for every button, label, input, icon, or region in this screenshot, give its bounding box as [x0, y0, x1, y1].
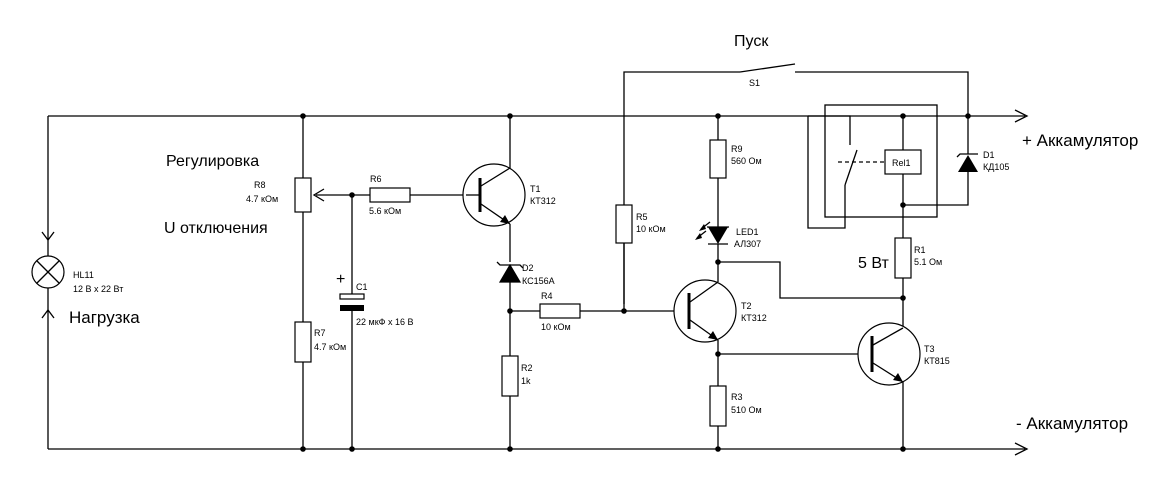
resistor-r5 [615, 204, 633, 311]
junction-dots [300, 113, 971, 452]
resistor-r4 [510, 303, 686, 319]
lamp-hl11 [31, 116, 65, 449]
load-label: Нагрузка [69, 308, 140, 327]
resistor-r1 [894, 237, 912, 328]
diode-d1 [956, 116, 978, 172]
r2-value: 1k [521, 376, 531, 386]
t3-value: КТ815 [924, 356, 950, 366]
positive-rail [48, 109, 1029, 123]
resistor-r7 [294, 321, 312, 449]
resistor-r6 [352, 187, 466, 203]
rel1-ref: Rel1 [892, 158, 911, 168]
transistor-t2 [673, 279, 737, 386]
plus-battery-label: + Аккамулятор [1022, 131, 1138, 150]
resistor-r9 [709, 116, 727, 227]
r3-value: 510 Ом [731, 405, 762, 415]
transistor-t1 [462, 116, 526, 262]
d2-ref: D2 [522, 263, 534, 273]
c1-ref: C1 [356, 282, 368, 292]
d1-value: КД105 [983, 162, 1009, 172]
d1-ref: D1 [983, 150, 995, 160]
hl11-ref: HL11 [73, 270, 94, 280]
r1-value: 5.1 Ом [914, 257, 942, 267]
t2-collector-wire [718, 261, 903, 299]
t1-ref: T1 [530, 184, 541, 194]
t3-ref: T3 [924, 344, 935, 354]
regulation-label: Регулировка [166, 153, 259, 170]
r5-ref: R5 [636, 212, 648, 222]
r7-ref: R7 [314, 328, 326, 338]
r4-ref: R4 [541, 291, 553, 301]
capacitor-c1 [339, 195, 365, 449]
switch-s1 [623, 63, 969, 304]
r3-ref: R3 [731, 392, 743, 402]
c1-polarity: + [336, 271, 345, 288]
r2-ref: R2 [521, 363, 533, 373]
t1-value: КТ312 [530, 196, 556, 206]
led1-ref: LED1 [736, 227, 759, 237]
led-led1 [695, 221, 729, 282]
hl11-value: 12 В x 22 Вт [73, 284, 123, 294]
u-off-label: U отключения [164, 220, 268, 237]
potentiometer-r8 [294, 116, 352, 322]
r1-ref: R1 [914, 245, 926, 255]
r8-ref: R8 [254, 180, 266, 190]
r6-ref: R6 [370, 174, 382, 184]
start-label: Пуск [734, 33, 769, 50]
led1-value: АЛ307 [734, 239, 761, 249]
s1-ref: S1 [749, 78, 760, 88]
r6-value: 5.6 кОм [369, 206, 401, 216]
resistor-r3 [709, 385, 727, 449]
r8-value: 4.7 кОм [246, 194, 278, 204]
d2-value: КС156А [522, 276, 555, 286]
r9-ref: R9 [731, 144, 743, 154]
r9-value: 560 Ом [731, 156, 762, 166]
t2-value: КТ312 [741, 313, 767, 323]
negative-rail [48, 442, 1029, 456]
c1-value: 22 мкФ x 16 В [356, 317, 414, 327]
t2-ref: T2 [741, 301, 752, 311]
zener-d2 [496, 261, 524, 356]
r5-value: 10 кОм [636, 224, 666, 234]
r4-value: 10 кОм [541, 322, 571, 332]
relay-rel1 [807, 104, 969, 238]
resistor-r2 [501, 355, 519, 449]
r7-value: 4.7 кОм [314, 342, 346, 352]
minus-battery-label: - Аккамулятор [1016, 414, 1128, 433]
transistor-t3 [857, 322, 921, 449]
five-watt-label: 5 Вт [858, 255, 889, 272]
